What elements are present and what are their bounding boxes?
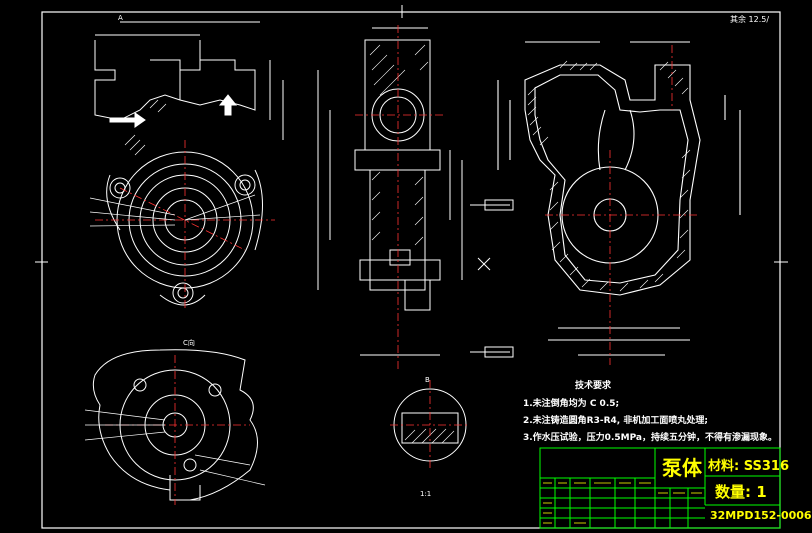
section-label-b: B: [425, 376, 430, 384]
tech-req-item-1: 1.未注倒角均为 C 0.5;: [523, 399, 620, 409]
scale-label: 1:1: [420, 490, 432, 498]
drawing-border: [41, 11, 781, 529]
detail-centerlines: [390, 380, 470, 470]
right-section-centerlines: [545, 45, 700, 365]
part-name: 泵体: [662, 456, 702, 480]
material-label: 材料: SS316: [708, 459, 790, 474]
roughness-note: 其余 12.5/: [730, 15, 770, 24]
tech-req-item-2: 2.未注铸造圆角R3-R4, 非机加工面喷丸处理;: [523, 416, 708, 426]
center-section-centerlines: [355, 25, 445, 370]
auxiliary-centerlines: [105, 355, 250, 505]
auxiliary-leaders: [84, 409, 266, 486]
left-elevation-leaders: [89, 194, 261, 227]
title-block-grid-text: [543, 482, 702, 524]
tech-req-item-3: 3.作水压试验，压力0.5MPa，持续五分钟，不得有渗漏现象。: [523, 433, 778, 443]
tech-req-heading: 技术要求: [575, 381, 612, 391]
section-label-a: A: [118, 14, 123, 22]
left-elevation-centerlines: [95, 140, 275, 310]
title-block: [539, 447, 781, 529]
section-label-c: C向: [183, 339, 195, 347]
drawing-number: 32MPD152-0006: [710, 509, 812, 522]
quantity-label: 数量: 1: [715, 483, 767, 501]
